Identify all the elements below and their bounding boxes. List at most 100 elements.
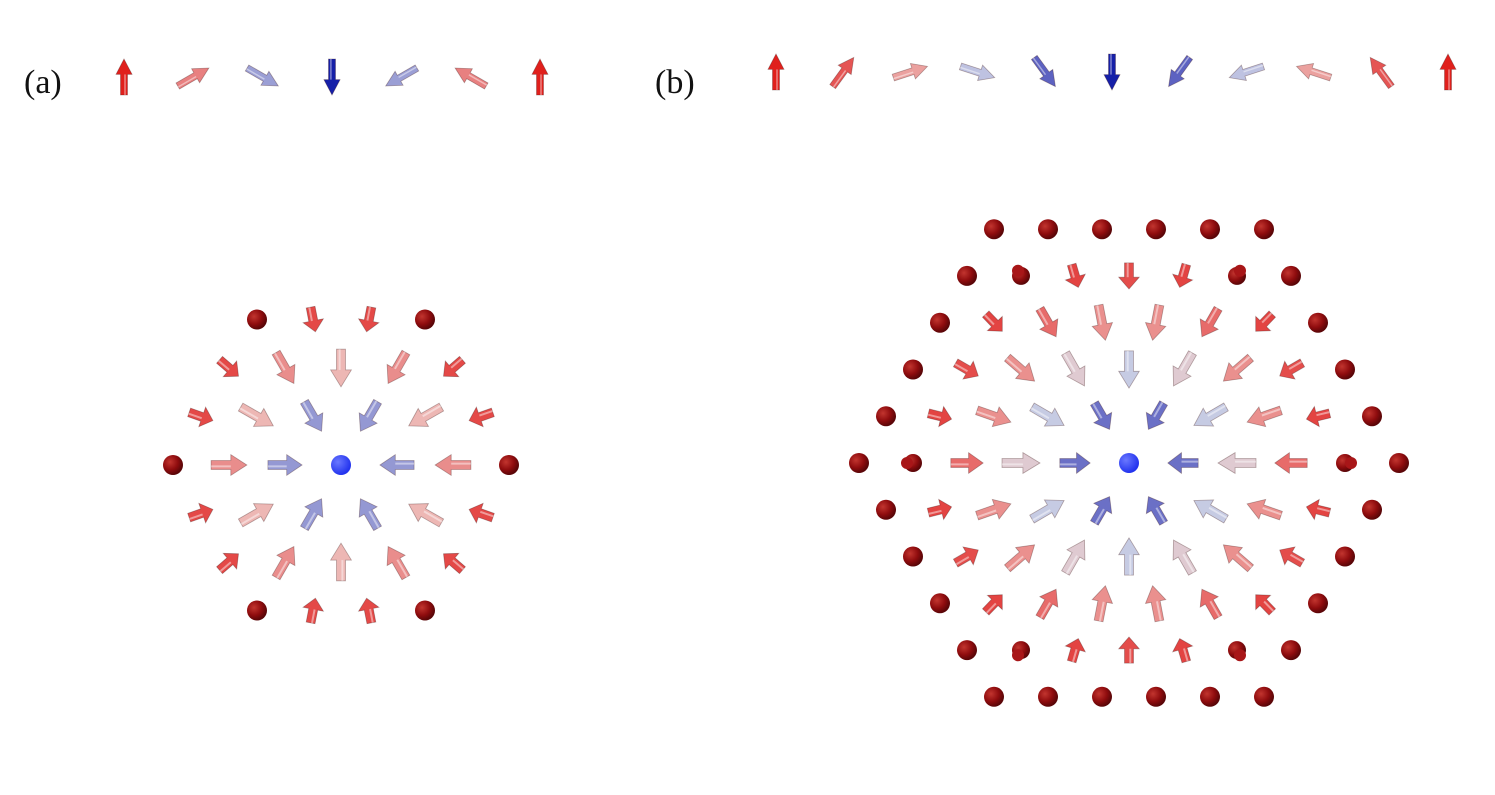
lattice-a-spin-arrow: [237, 402, 274, 427]
chain-b-spin-arrow: [1439, 53, 1457, 91]
lattice-b-spin-arrow: [1003, 544, 1036, 573]
lattice-a-spin-arrow: [271, 349, 296, 385]
lattice-b-spin-arrow-highlight: [1032, 509, 1051, 522]
chain-b-spin-arrow-highlight: [832, 70, 847, 88]
lattice-b-spin-arrow: [1255, 594, 1277, 616]
chain-b-spin-arrow: [891, 62, 929, 82]
lattice-a-spin-arrow-highlight: [452, 559, 465, 570]
lattice-b-spin-tilt-tail: [1012, 264, 1024, 277]
lattice-b-spin-arrow-highlight: [1156, 601, 1162, 621]
lattice-b-spin-arrow: [1089, 400, 1113, 430]
lattice-a-spin-arrow: [386, 349, 411, 385]
panel-b-skyrmion-lattice: [849, 219, 1409, 707]
lattice-a-spin-arrow: [443, 552, 466, 575]
lattice-b-spin-arrow: [1091, 584, 1114, 623]
lattice-b-spin-up: [1038, 686, 1058, 707]
lattice-b-spin-up: [1200, 686, 1220, 707]
lattice-a-spin-arrow-highlight: [366, 306, 371, 321]
lattice-b-spin-arrow: [1061, 539, 1086, 576]
chain-a-spin-arrow: [115, 58, 133, 96]
lattice-b-spin-arrow-highlight: [1030, 407, 1050, 420]
lattice-a-spin-up: [247, 309, 267, 330]
chain-b-spin-arrow: [1295, 62, 1333, 82]
panel-a-label: (a): [24, 64, 62, 101]
lattice-b-spin-up: [1308, 312, 1328, 333]
lattice-a-spin-up: [163, 455, 183, 475]
lattice-b-spin-arrow-highlight: [984, 314, 995, 326]
lattice-a-spin-arrow: [329, 542, 353, 582]
panel-b-label: (b): [655, 64, 695, 101]
lattice-a-spin-arrow-highlight: [188, 412, 203, 420]
lattice-a-spin-arrow-highlight: [368, 510, 380, 529]
lattice-b-spin-arrow: [950, 451, 984, 475]
lattice-b-spin-arrow: [1217, 451, 1257, 475]
chain-b-spin-arrow: [1168, 54, 1194, 88]
lattice-b-spin-arrow: [975, 498, 1012, 521]
lattice-b-spin-arrow-highlight: [1209, 600, 1221, 618]
lattice-b-spin-arrow-highlight: [1288, 360, 1303, 370]
lattice-b-spin-arrow: [1222, 544, 1255, 573]
lattice-b-spin-tilt-tail: [1345, 457, 1357, 469]
lattice-b-spin-arrow: [1144, 584, 1167, 623]
lattice-a-spin-arrow: [434, 453, 472, 477]
panel-a-skyrmion-lattice: [163, 305, 519, 625]
lattice-a-spin-arrow: [299, 398, 324, 432]
lattice-b-spin-arrow: [1246, 405, 1283, 428]
chain-b-spin-arrow: [958, 62, 996, 82]
lattice-a-spin-arrow: [408, 402, 445, 427]
lattice-a-spin-arrow: [187, 406, 214, 428]
lattice-b-spin-up: [984, 219, 1004, 240]
lattice-b-spin-arrow: [1117, 537, 1141, 576]
lattice-b-spin-arrow-highlight: [1207, 307, 1218, 324]
lattice-a-spin-arrow: [443, 355, 466, 378]
lattice-b-spin-arrow: [1001, 451, 1041, 475]
lattice-b-spin-up: [1038, 219, 1058, 240]
lattice-b-spin-arrow-highlight: [928, 509, 942, 515]
lattice-b-spin-up: [1281, 265, 1301, 286]
lattice-b-spin-arrow: [1171, 262, 1194, 288]
lattice-a-spin-arrow: [357, 597, 380, 625]
lattice-b-spin-up: [1335, 546, 1355, 567]
chain-b-spin-arrow: [1103, 53, 1121, 91]
lattice-a-spin-arrow-highlight: [311, 609, 316, 624]
lattice-b-spin-arrow-highlight: [1180, 351, 1193, 371]
lattice-b-spin-arrow: [1003, 353, 1036, 382]
lattice-a-spin-arrow-highlight: [302, 401, 314, 420]
lattice-b-spin-arrow: [1199, 305, 1223, 338]
lattice-b-spin-arrow-highlight: [977, 509, 997, 518]
lattice-b-spin-arrow: [1171, 638, 1194, 664]
lattice-b-spin-up: [1200, 219, 1220, 240]
lattice-b-spin-arrow: [1061, 350, 1086, 387]
lattice-a-spin-up: [415, 309, 435, 330]
lattice-a-spin-arrow: [408, 503, 445, 528]
chain-b-spin-arrow: [1228, 62, 1266, 82]
lattice-a-spin-arrow: [210, 453, 248, 477]
lattice-b-spin-arrow: [1089, 496, 1113, 526]
chain-a-spin-arrow: [531, 58, 549, 96]
lattice-b-spin-up: [1254, 686, 1274, 707]
lattice-b-spin-up: [984, 686, 1004, 707]
chain-a-spin-arrow: [384, 64, 420, 87]
lattice-a-spin-arrow-highlight: [304, 512, 316, 530]
lattice-b-spin-arrow: [981, 310, 1003, 332]
lattice-a-spin-arrow: [386, 545, 411, 581]
chain-a-spin-arrow: [175, 67, 210, 90]
lattice-b-spin-arrow: [1193, 402, 1229, 427]
lattice-b-spin-arrow: [1035, 588, 1059, 621]
lattice-b-spin-up: [1146, 686, 1166, 707]
skyrmion-core-a: [331, 455, 351, 475]
lattice-b-spin-arrow: [1144, 303, 1167, 342]
lattice-a-spin-arrow-highlight: [189, 513, 203, 520]
lattice-b-spin-arrow: [1117, 636, 1141, 664]
lattice-b-spin-up: [903, 359, 923, 380]
lattice-b-spin-up: [1308, 593, 1328, 614]
lattice-a-spin-arrow: [329, 348, 353, 388]
lattice-a-spin-arrow: [237, 503, 274, 528]
lattice-b-spin-tilt-tail: [1012, 649, 1024, 662]
lattice-b-spin-arrow-highlight: [1005, 357, 1023, 373]
lattice-b-spin-arrow-highlight: [1182, 553, 1195, 573]
lattice-b-spin-up: [957, 640, 977, 661]
chain-b-spin-arrow-highlight: [893, 71, 914, 80]
lattice-a-spin-arrow: [358, 498, 383, 532]
